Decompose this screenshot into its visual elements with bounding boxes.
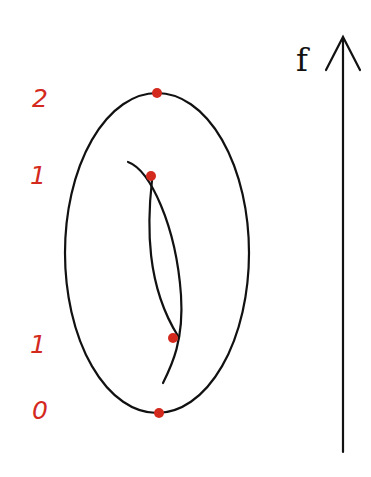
critical-point [154,408,164,418]
axis-arrowhead [326,37,360,70]
morse-index: 1 [30,163,46,188]
critical-point [152,88,162,98]
torus-outline [65,93,249,413]
morse-index: 2 [32,86,48,111]
morse-index: 1 [30,332,46,357]
function-axis [342,38,344,452]
critical-point [168,333,178,343]
critical-point [146,171,156,181]
hole-lower-curve [149,180,178,336]
function-name: f [296,44,308,76]
hole-upper-curve [128,162,181,383]
morse-index: 0 [32,398,48,423]
